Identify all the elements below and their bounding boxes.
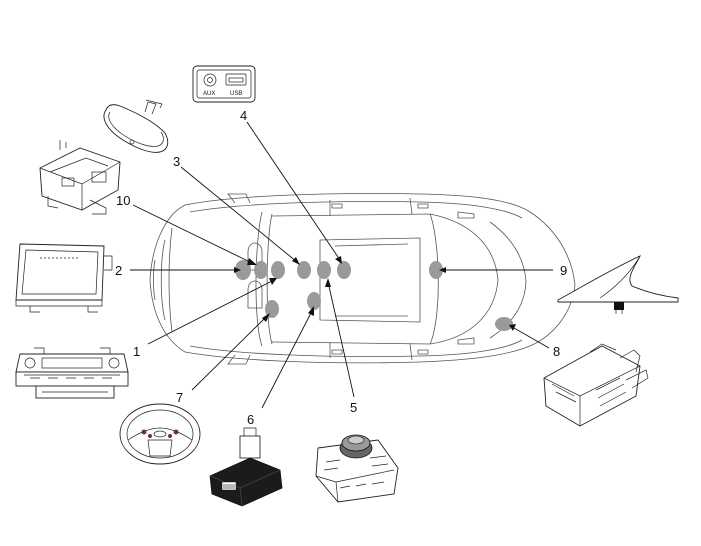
callout-10: 10: [116, 193, 130, 208]
callout-labels: 1 2 3 4 5 6 7 8 9 10: [115, 108, 567, 427]
aux-usb-jack-illustration: AUX USB: [192, 65, 256, 103]
display-monitor-illustration: [15, 243, 113, 313]
rotary-controller-illustration: [315, 434, 399, 503]
location-markers: [235, 260, 513, 331]
aux-label: AUX: [203, 91, 215, 97]
marker-4: [337, 261, 351, 279]
callout-3: 3: [173, 154, 180, 169]
marker-9: [429, 261, 443, 279]
callout-5: 5: [350, 400, 357, 415]
rearview-mirror-illustration: [103, 99, 169, 153]
callout-8: 8: [553, 344, 560, 359]
amplifier-module-illustration: [39, 140, 121, 215]
control-unit-illustration: [543, 343, 649, 427]
marker-10: [254, 261, 268, 279]
callout-7: 7: [176, 390, 183, 405]
marker-3: [297, 261, 311, 279]
callout-2: 2: [115, 263, 122, 278]
callout-9: 9: [560, 263, 567, 278]
head-unit-illustration: [15, 347, 129, 399]
marker-4a: [317, 261, 331, 279]
marker-1: [271, 261, 285, 279]
shark-fin-antenna-illustration: [557, 255, 679, 314]
steering-wheel-illustration: [119, 403, 201, 465]
marker-8: [495, 317, 513, 331]
marker-7: [265, 300, 279, 318]
sensor-module-illustration: [209, 427, 283, 507]
callout-6: 6: [247, 412, 254, 427]
callout-4: 4: [240, 108, 247, 123]
marker-6: [307, 292, 321, 310]
usb-label: USB: [230, 91, 242, 97]
leader-lines: [130, 121, 553, 409]
car-body-outline: [149, 193, 576, 365]
callout-1: 1: [133, 344, 140, 359]
